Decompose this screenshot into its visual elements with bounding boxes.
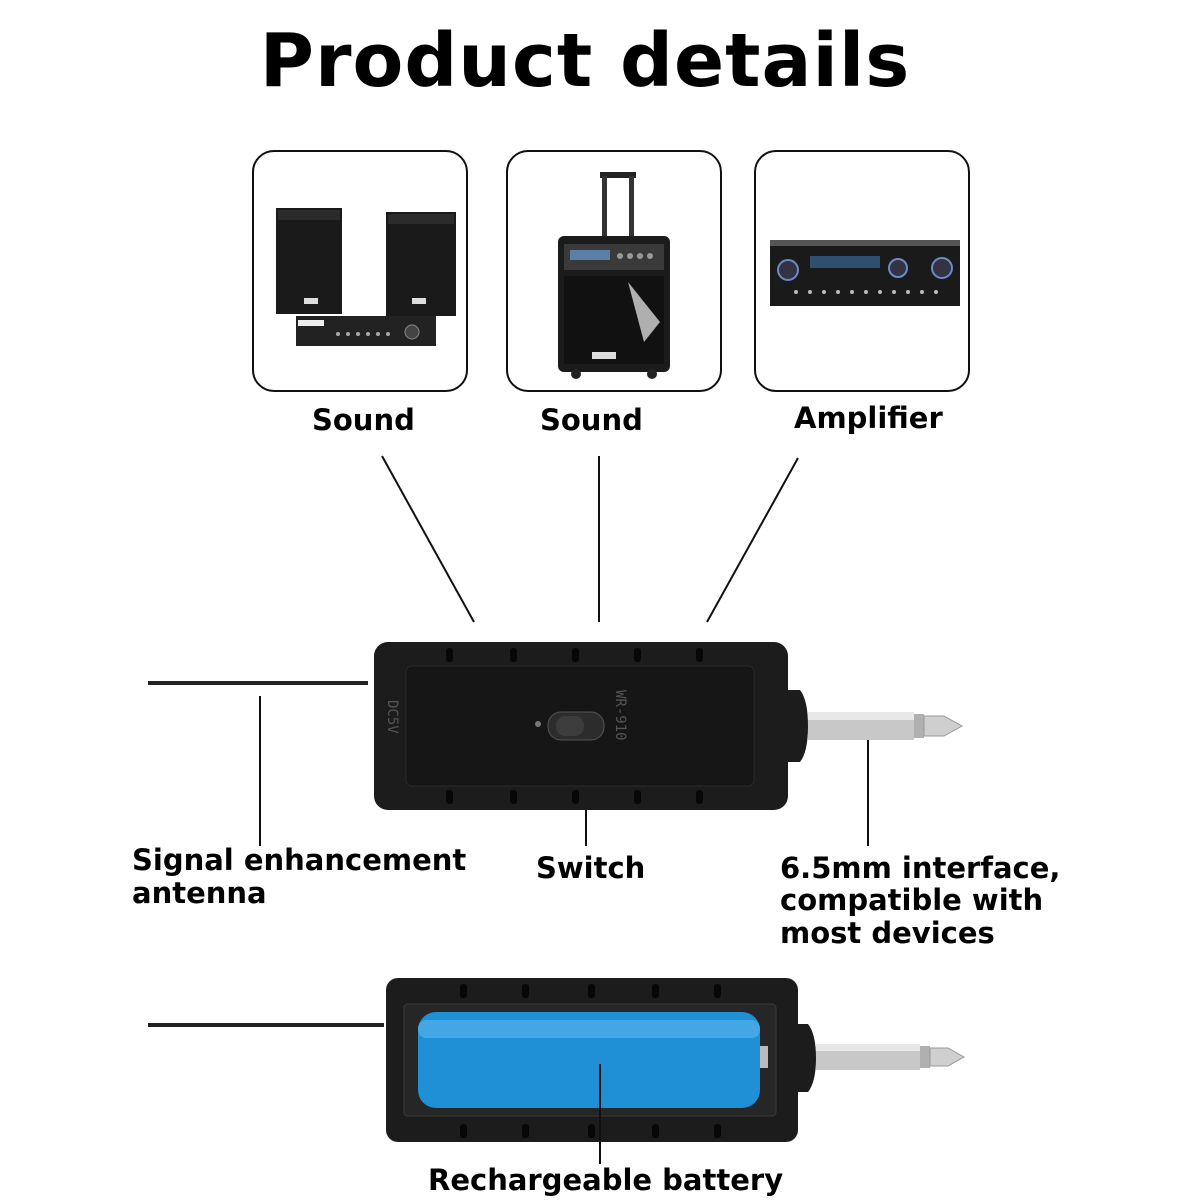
device-label-amplifier: Amplifier	[794, 401, 943, 435]
callout-interface-line3: most devices	[780, 916, 995, 950]
svg-text:WR-910: WR-910	[612, 690, 628, 741]
speaker-pair-frame	[252, 150, 468, 392]
amplifier-icon	[770, 240, 960, 306]
callout-interface-line2: compatible with	[780, 883, 1044, 917]
svg-text:DC5V: DC5V	[384, 700, 400, 734]
callout-interface-line1: 6.5mm interface,	[780, 851, 1061, 885]
amplifier-frame	[754, 150, 970, 392]
callout-antenna-line1: Signal enhancement	[132, 843, 467, 877]
page-title: Product details	[259, 18, 911, 104]
callout-antenna-line2: antenna	[132, 876, 267, 910]
device-label-sound-1: Sound	[312, 403, 415, 437]
speaker-pair-with-amplifier-icon	[276, 208, 456, 346]
trolley-speaker-icon	[558, 172, 670, 379]
callout-switch: Switch	[536, 851, 646, 885]
trolley-speaker-frame	[506, 150, 722, 392]
callout-battery: Rechargeable battery	[428, 1163, 784, 1197]
device-label-sound-2: Sound	[540, 403, 643, 437]
